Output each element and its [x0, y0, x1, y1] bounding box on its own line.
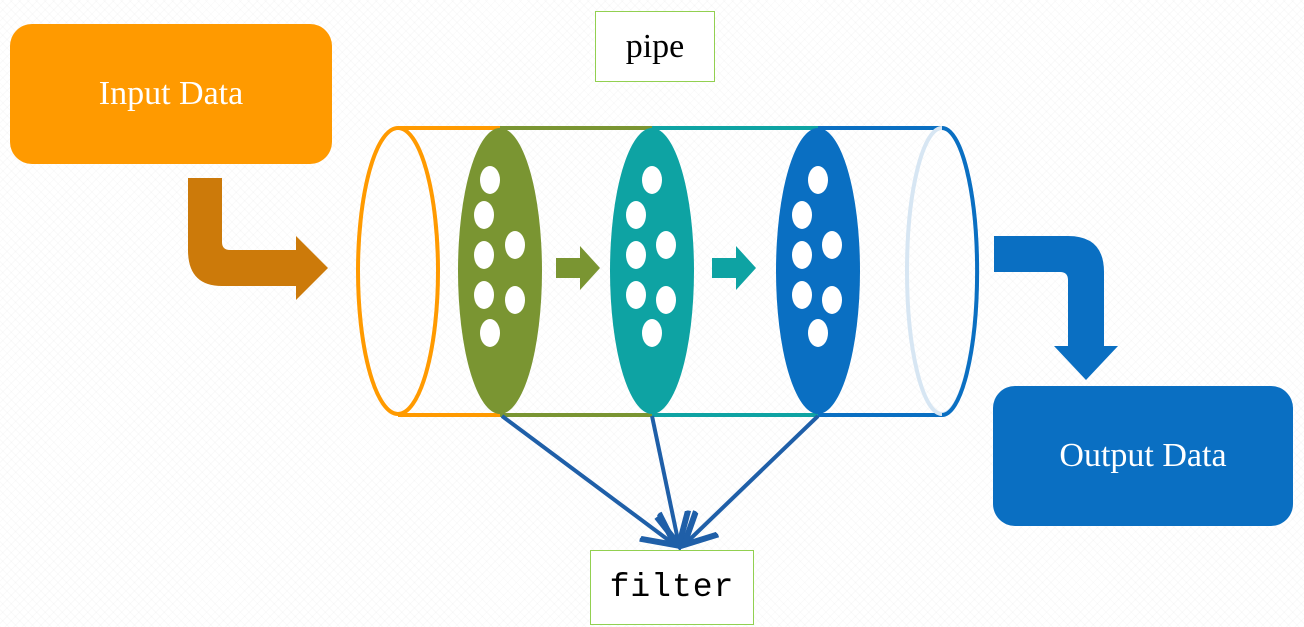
filter-disc-3 — [776, 128, 860, 414]
filter-disc-1 — [458, 128, 542, 414]
bent-arrow-input-icon — [188, 178, 328, 300]
pipe-outline — [356, 126, 980, 417]
filter-label-text: filter — [609, 569, 735, 606]
bent-arrow-output-icon — [994, 236, 1118, 380]
filter-disc-2 — [610, 128, 694, 414]
input-data-box: Input Data — [10, 24, 332, 164]
pipe-label-text: pipe — [625, 27, 685, 65]
flow-arrow-icon — [712, 246, 756, 290]
output-data-box: Output Data — [993, 386, 1293, 526]
filter-label: filter — [590, 550, 754, 625]
filter-pointer-arrows — [500, 414, 820, 545]
output-data-label: Output Data — [1059, 437, 1227, 474]
input-data-label: Input Data — [98, 75, 244, 112]
flow-arrow-icon — [556, 246, 600, 290]
pipe-label: pipe — [595, 11, 715, 82]
